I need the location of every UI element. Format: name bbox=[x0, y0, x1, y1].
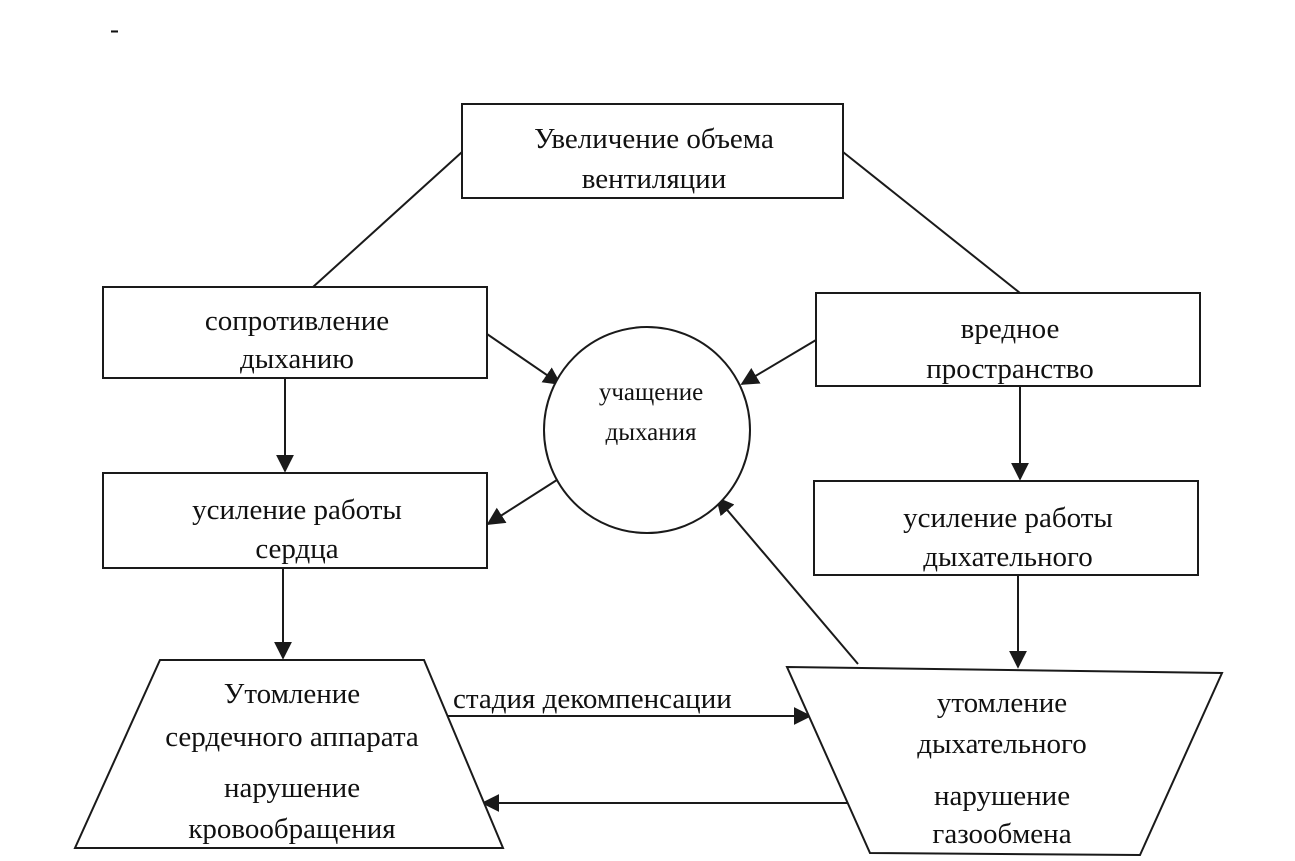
node-heart-fatigue: Утомление сердечного аппарата нарушение … bbox=[73, 659, 505, 849]
node-respiratory-work-line1: усиление работы bbox=[903, 502, 1113, 534]
node-resistance-line2: дыханию bbox=[240, 343, 354, 375]
node-heart-work-line1: усиление работы bbox=[192, 494, 402, 526]
node-ventilation-line2: вентиляции bbox=[582, 163, 726, 195]
node-resistance: сопротивление дыханию bbox=[102, 286, 488, 379]
node-dead-space: вредное пространство bbox=[815, 292, 1201, 387]
node-breathing-rate: учащение дыхания bbox=[543, 326, 751, 534]
node-respiratory-fatigue: утомление дыхательного нарушение газообм… bbox=[785, 665, 1224, 857]
node-heart-fatigue-line1: Утомление bbox=[224, 678, 360, 710]
node-breathing-rate-line1: учащение bbox=[599, 379, 703, 406]
node-respiratory-work: усиление работы дыхательного bbox=[813, 480, 1199, 576]
node-resistance-line1: сопротивление bbox=[205, 305, 389, 337]
node-dead-space-line1: вредное bbox=[961, 313, 1060, 345]
edge-ventilation-deadspace bbox=[842, 151, 1021, 294]
edge-label-decompensation: стадия декомпенсации bbox=[453, 683, 732, 715]
arrow-rate-to-heart-work bbox=[486, 477, 561, 525]
node-ventilation: Увеличение объема вентиляции bbox=[461, 103, 844, 199]
node-ventilation-line1: Увеличение объема bbox=[534, 123, 774, 155]
node-heart-fatigue-line3: нарушение bbox=[224, 772, 360, 804]
node-heart-fatigue-line4: кровообращения bbox=[188, 813, 395, 845]
node-breathing-rate-line2: дыхания bbox=[605, 419, 697, 446]
node-heart-work: усиление работы сердца bbox=[102, 472, 488, 569]
node-respiratory-fatigue-line4: газообмена bbox=[932, 818, 1071, 850]
stray-mark: - bbox=[110, 14, 119, 44]
node-dead-space-line2: пространство bbox=[926, 353, 1094, 385]
node-heart-work-line2: сердца bbox=[255, 533, 338, 565]
arrow-resp-fatigue-to-rate bbox=[715, 496, 859, 665]
node-respiratory-fatigue-line1: утомление bbox=[937, 687, 1067, 719]
arrow-deadspace-to-rate bbox=[740, 339, 817, 385]
node-heart-fatigue-line2: сердечного аппарата bbox=[165, 721, 419, 753]
node-respiratory-work-line2: дыхательного bbox=[923, 541, 1092, 573]
edge-ventilation-resistance bbox=[312, 151, 463, 288]
node-respiratory-fatigue-line3: нарушение bbox=[934, 780, 1070, 812]
arrow-resistance-to-rate bbox=[486, 333, 562, 386]
node-respiratory-fatigue-line2: дыхательного bbox=[917, 728, 1086, 760]
